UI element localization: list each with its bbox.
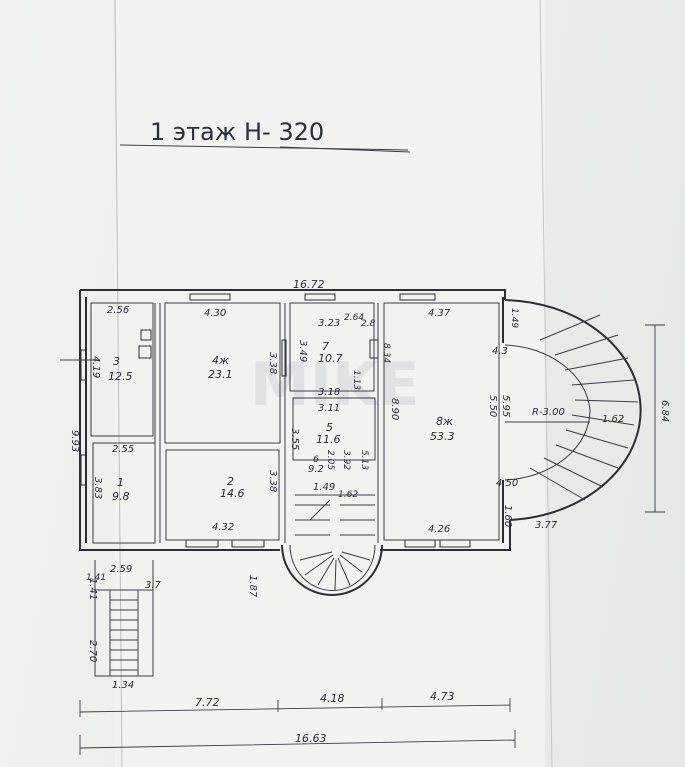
- room-5-height: 3.55: [289, 428, 300, 450]
- dimension-lines: [60, 324, 665, 755]
- room-2-width: 4.32: [212, 522, 234, 533]
- dim-bottom-seg-2: 4.18: [320, 692, 345, 705]
- room-3-number: 3: [113, 355, 120, 368]
- room-8zh-height: 8.90: [389, 398, 400, 420]
- room-8zh: 4.37 8.90 8ж 53.3 4.26: [389, 308, 455, 535]
- room-3: 2.56 4.19 3 12.5: [90, 305, 133, 383]
- stair-right-dim: 1.62: [338, 490, 358, 500]
- room-2: 2 14.6 4.32 3.38: [212, 470, 278, 533]
- room-3-height: 4.19: [90, 356, 101, 378]
- dim-overall-top: 16.72: [293, 278, 325, 291]
- room-8zh-bottom: 4.26: [428, 524, 450, 535]
- room-2-height: 3.38: [267, 470, 278, 492]
- dim-misc-11: 1.13: [351, 370, 361, 390]
- outer-walls: [79, 289, 511, 551]
- room-1-width: 2.55: [112, 444, 134, 455]
- corridor-width-2: 3.11: [318, 403, 340, 414]
- room-2-number: 2: [227, 475, 234, 488]
- room-7-width: 3.23: [318, 318, 340, 329]
- dim-misc-9: 5.95: [500, 395, 511, 417]
- plan-title: 1 этаж Н- 320: [150, 118, 324, 146]
- dim-right-ext: 3.77: [535, 520, 558, 531]
- round-stair: [281, 494, 383, 596]
- room-1-number: 1: [117, 476, 124, 489]
- dim-misc-2: 3.7: [145, 580, 162, 591]
- room-4zh-area: 23.1: [208, 368, 233, 381]
- room-8zh-area: 53.3: [430, 430, 455, 443]
- room-7-side: 8.34: [381, 343, 391, 363]
- room-6-a: 2.05: [325, 450, 335, 470]
- dim-misc-7: 1.60: [502, 505, 513, 527]
- paper-fold-left: [114, 0, 123, 767]
- dim-overall-bottom: 16.63: [295, 732, 327, 745]
- room-5-area: 11.6: [316, 433, 341, 446]
- room-4zh: 4.30 3.38 4ж 23.1: [204, 308, 278, 381]
- room-7-number: 7: [322, 340, 329, 353]
- dim-misc-3: 1.62: [602, 414, 624, 425]
- paper-panel: [115, 0, 545, 767]
- room-5: 3.18 3.11 5 11.6 3.55: [289, 387, 341, 450]
- room-8zh-width: 4.37: [428, 308, 451, 319]
- room-6-area: 9.2: [308, 464, 324, 475]
- dim-radius: R-3.00: [532, 407, 565, 418]
- room-7: 3.23 2.64 3.49 7 10.7 8.34: [297, 313, 391, 365]
- arc-dim-b: 1.49: [509, 308, 519, 328]
- title-underline-2: [279, 146, 411, 153]
- corridor-width: 3.18: [318, 387, 340, 398]
- paper-fold-right: [539, 0, 553, 767]
- room-8zh-number: 8ж: [436, 415, 453, 428]
- dim-porch-offset: 1.41: [87, 578, 98, 600]
- stair-top-dim: 1.49: [313, 482, 335, 493]
- left-small-dim: 1.41: [86, 573, 106, 583]
- dim-misc-5: 1.87: [247, 575, 258, 598]
- room-7-area: 10.7: [318, 352, 343, 365]
- room-3-area: 12.5: [108, 370, 133, 383]
- dim-left-height: 9.93: [69, 430, 80, 452]
- room-3-width: 2.56: [107, 305, 129, 316]
- title-underline: [119, 144, 409, 151]
- dim-misc-6: 4.50: [496, 478, 518, 489]
- dim-bottom-seg-1: 7.72: [195, 696, 220, 709]
- watermark-text: MIKE: [250, 350, 420, 420]
- windows: [80, 293, 471, 548]
- room-1-height: 3.83: [92, 477, 103, 499]
- dim-porch-length: 2.70: [87, 640, 98, 662]
- room-1: 2.55 3.83 1 9.8: [92, 444, 134, 503]
- room-5-number: 5: [326, 421, 333, 434]
- dim-bottom-seg-3: 4.73: [430, 690, 455, 703]
- dim-misc-1: 2.59: [110, 564, 132, 575]
- room-4zh-width: 4.30: [204, 308, 226, 319]
- room-6-number: 6: [313, 455, 319, 465]
- room-6-b: 5.13: [359, 450, 369, 470]
- dim-right-height: 6.84: [659, 400, 670, 422]
- curved-bay: [504, 299, 642, 521]
- room-7-small: 2.64: [344, 313, 364, 323]
- room-1-area: 9.8: [112, 490, 130, 503]
- room-6: 6 9.2 2.05 3.92 5.13 1.49 1.62: [308, 450, 369, 500]
- dim-porch-width: 1.34: [112, 680, 134, 691]
- dim-misc-10: 2.8: [361, 319, 376, 329]
- dim-misc-8: 5.50: [487, 395, 498, 417]
- room-4zh-height: 3.38: [267, 352, 278, 374]
- room-4zh-number: 4ж: [212, 354, 229, 367]
- arc-dim-a: 4.3: [492, 346, 508, 357]
- room-2-area: 14.6: [220, 487, 245, 500]
- room-6-height: 3.92: [341, 450, 351, 470]
- porch-stairs: [94, 560, 154, 677]
- room-7-height: 3.49: [297, 340, 308, 362]
